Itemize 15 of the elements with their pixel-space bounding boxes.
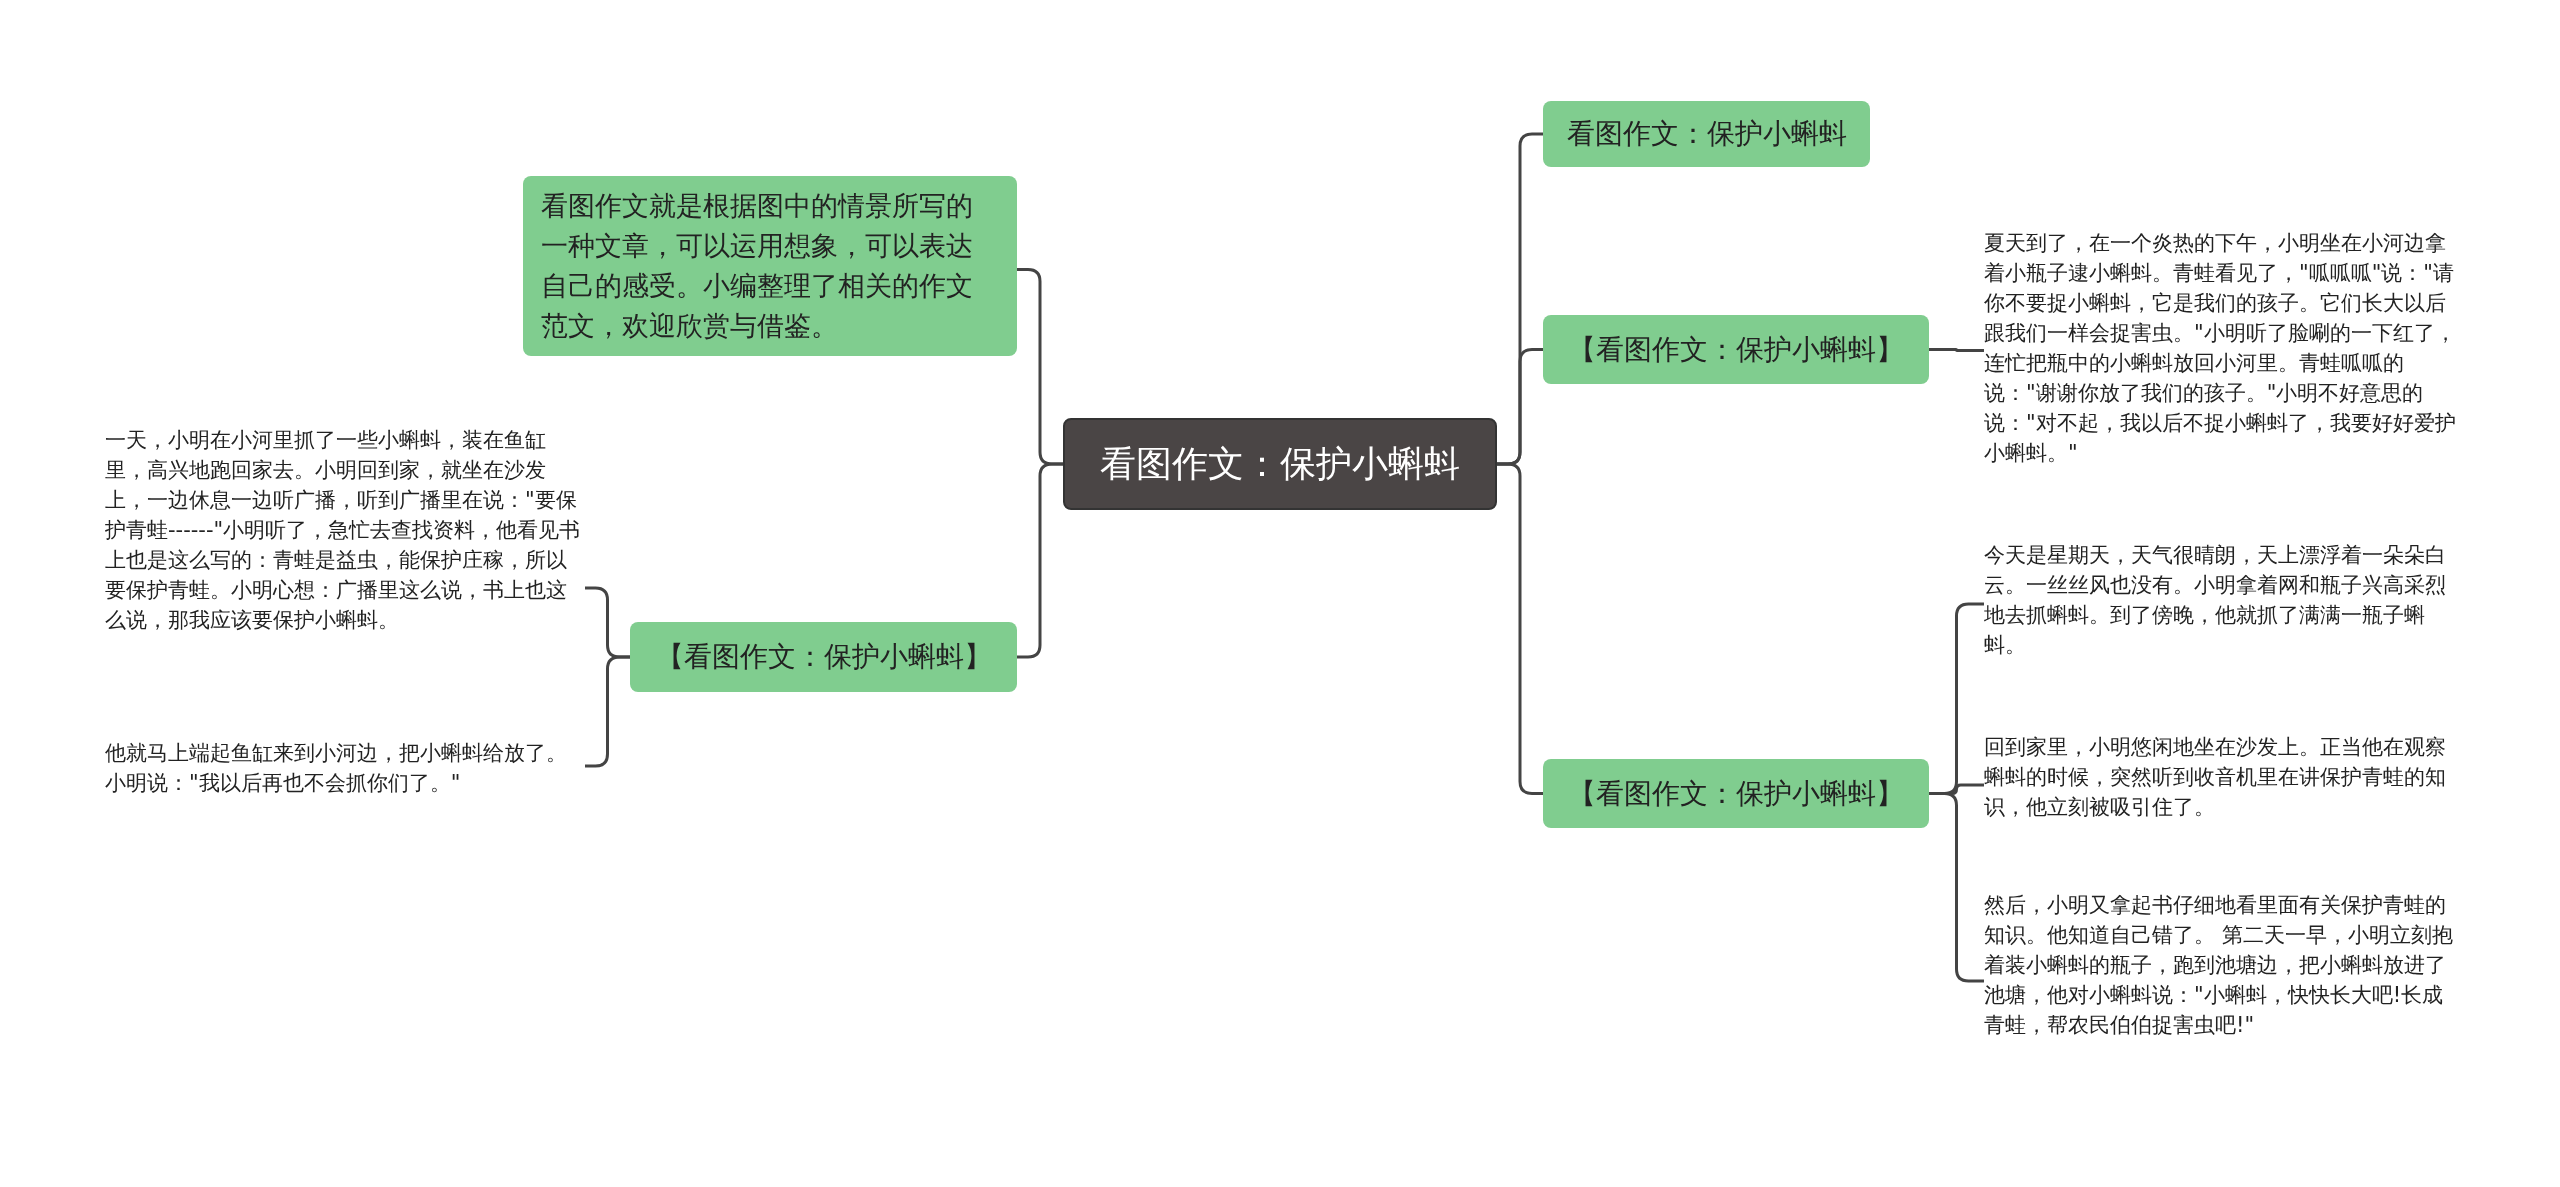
topic-box: 看图作文：保护小蝌蚪 — [1543, 101, 1870, 167]
central-topic-box: 看图作文：保护小蝌蚪 — [1063, 418, 1497, 510]
note-text: 夏天到了，在一个炎热的下午，小明坐在小河边拿着小瓶子逮小蝌蚪。青蛙看见了，"呱呱呱"说："请你不要捉小蝌蚪，它是我们的孩子。它们长大以后跟我们一样会捉害虫。"小明听了脸唰的一下红了，连忙把瓶中的小蝌蚪放回小河里。青蛙呱呱的说："谢谢你放了我们的孩子。"小明不好意思的说："对不起，我以后不捉小蝌蚪了，我要好好爱护小蝌蚪。" — [1984, 228, 2464, 468]
note-text: 然后，小明又拿起书仔细地看里面有关保护青蛙的知识。他知道自己错了。 第二天一早，小明立刻抱着装小蝌蚪的瓶子，跑到池塘边，把小蝌蚪放进了池塘，他对小蝌蚪说："小蝌蚪，快快长大吧!长成青蛙，帮农民伯伯捉害虫吧!" — [1984, 890, 2464, 1040]
summary-box: 看图作文就是根据图中的情景所写的一种文章，可以运用想象，可以表达自己的感受。小编整理了相关的作文范文，欢迎欣赏与借鉴。 — [523, 176, 1017, 356]
note-text: 他就马上端起鱼缸来到小河边，把小蝌蚪给放了。小明说："我以后再也不会抓你们了。" — [105, 738, 585, 798]
topic-box: 【看图作文：保护小蝌蚪】 — [1543, 315, 1929, 384]
topic-box: 【看图作文：保护小蝌蚪】 — [1543, 759, 1929, 828]
connector-line — [1929, 348, 1984, 352]
topic-box: 【看图作文：保护小蝌蚪】 — [630, 622, 1017, 692]
note-text: 回到家里，小明悠闲地坐在沙发上。正当他在观察蝌蚪的时候，突然听到收音机里在讲保护青蛙的知识，他立刻被吸引住了。 — [1984, 732, 2464, 822]
note-text: 一天，小明在小河里抓了一些小蝌蚪，装在鱼缸里，高兴地跑回家去。小明回到家，就坐在沙发上，一边休息一边听广播，听到广播里在说："要保护青蛙------"小明听了，急忙去查找资料，他看见书上也是这么写的：青蛙是益虫，能保护庄稼，所以要保护青蛙。小明心想：广播里这么说，书上也这么说，那我应该要保护小蝌蚪。 — [105, 425, 585, 635]
connector-line — [1017, 462, 1063, 659]
note-text: 今天是星期天，天气很晴朗，天上漂浮着一朵朵白云。一丝丝风也没有。小明拿着网和瓶子兴高采烈地去抓蝌蚪。到了傍晚，他就抓了满满一瓶子蝌蚪。 — [1984, 540, 2464, 660]
connector-line — [1497, 462, 1543, 795]
